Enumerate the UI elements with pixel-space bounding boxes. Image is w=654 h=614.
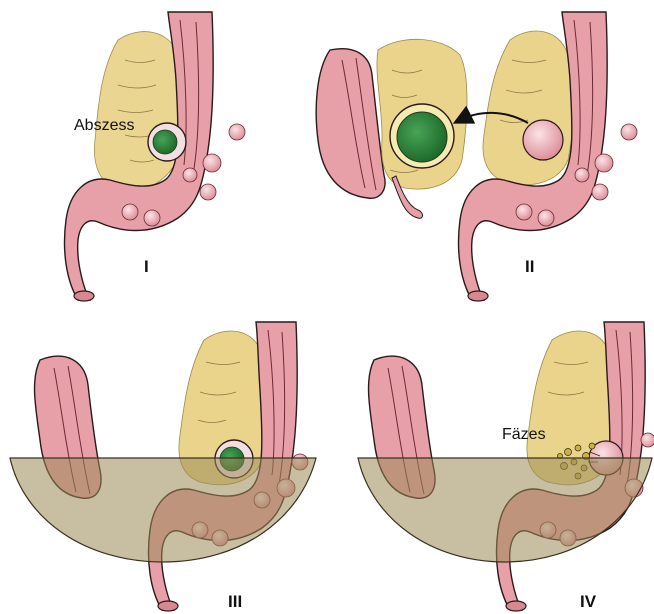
peritonitis-fluid: [10, 458, 316, 562]
stage-numeral-4: IV: [580, 592, 596, 612]
feces-label: Fäzes: [502, 426, 546, 444]
lymph-node: [516, 204, 532, 220]
lymph-node: [203, 154, 221, 172]
lymph-node: [641, 433, 654, 447]
lymph-node: [538, 210, 554, 226]
rectum-opening: [74, 291, 94, 301]
lymph-node: [144, 210, 160, 226]
lymph-node: [229, 124, 245, 140]
panel-stage-2: [316, 12, 637, 301]
peritonitis-fluid: [358, 458, 652, 562]
colon-segment: [316, 49, 385, 199]
stage-numeral-3: III: [228, 592, 242, 612]
stage-numeral-2: II: [525, 257, 534, 277]
rectum-opening: [468, 291, 488, 301]
panel-stage-3: [10, 322, 316, 611]
lymph-node: [595, 154, 613, 172]
lymph-node: [122, 204, 138, 220]
lymph-node: [183, 168, 197, 182]
mesentery-fat: [483, 31, 574, 185]
abscess-label: Abszess: [74, 117, 134, 135]
mesentery-fat: [94, 32, 185, 191]
lymph-node: [575, 168, 589, 182]
panel-stage-1: [65, 12, 246, 301]
abscess-pus: [153, 130, 177, 154]
stage-numeral-1: I: [144, 257, 149, 277]
lymph-node: [592, 184, 608, 200]
abscess-pus: [397, 112, 447, 162]
rectum-opening: [158, 601, 178, 611]
lymph-node: [200, 184, 216, 200]
inflamed-diverticulum: [523, 120, 563, 160]
lymph-node: [621, 124, 637, 140]
rectum-opening: [506, 601, 526, 611]
panel-stage-4: [358, 322, 654, 611]
